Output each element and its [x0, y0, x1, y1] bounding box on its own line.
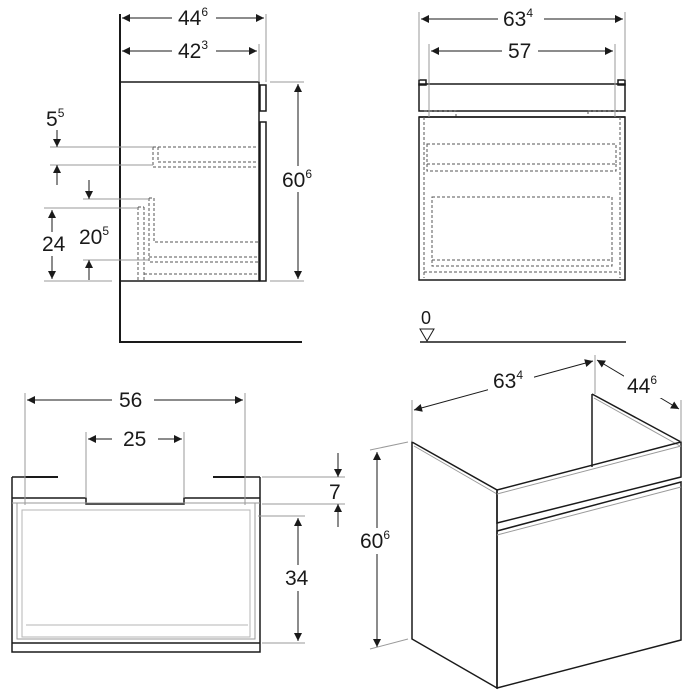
front-view: 634 57 0 — [418, 6, 626, 343]
iso-side-panel — [411, 440, 498, 690]
dim-drawer-height-inner: 205 — [79, 224, 109, 249]
dim-drawer-depth: 34 — [285, 567, 309, 590]
top-drawer-inner — [21, 509, 251, 638]
iso-dim-height: 606 — [360, 528, 390, 553]
iso-top-rail — [496, 441, 682, 524]
side-drawer-front — [259, 121, 267, 282]
dim-cutout-width: 25 — [123, 428, 146, 451]
dim-cutout-depth: 7 — [329, 481, 341, 504]
iso-back-edge — [591, 393, 682, 443]
iso-dim-width: 634 — [493, 368, 523, 393]
top-cutout-profile — [12, 476, 260, 505]
iso-drawer-front — [496, 481, 682, 689]
dim-overall-width: 634 — [503, 6, 533, 31]
front-fixing-brackets — [424, 110, 620, 117]
level-marker-icon — [419, 328, 435, 342]
dim-height: 606 — [282, 167, 312, 192]
front-drawer-panel — [418, 116, 626, 281]
floor-reference-label: 0 — [421, 308, 431, 328]
dim-inner-width: 57 — [508, 40, 531, 63]
dim-body-depth: 423 — [178, 38, 208, 63]
side-upper-drawer-hidden — [152, 146, 258, 168]
front-lower-drawer-hidden — [431, 196, 613, 261]
dim-drawer-inner-width: 56 — [119, 389, 142, 412]
front-upper-drawer-hidden — [426, 143, 617, 165]
front-top-rail — [418, 83, 626, 112]
top-drawer-outline — [16, 502, 256, 640]
dim-overall-depth: 446 — [178, 5, 208, 30]
front-carcass-hidden — [423, 117, 621, 278]
side-lower-drawer-hidden — [148, 197, 258, 263]
side-drawer-back-hidden — [137, 206, 258, 280]
side-cabinet-body — [119, 81, 260, 282]
top-cabinet-outline — [11, 477, 261, 653]
isometric-view: 634 446 606 — [358, 355, 682, 690]
wall-line — [119, 14, 302, 343]
side-top-panel — [259, 84, 267, 112]
dim-top-drawer-offset: 55 — [46, 106, 65, 131]
top-view: 56 25 7 34 — [11, 386, 345, 653]
iso-dim-depth: 446 — [627, 373, 657, 398]
dim-drawer-height-outer: 24 — [42, 233, 66, 256]
side-view: 446 423 606 55 205 24 — [40, 5, 320, 343]
